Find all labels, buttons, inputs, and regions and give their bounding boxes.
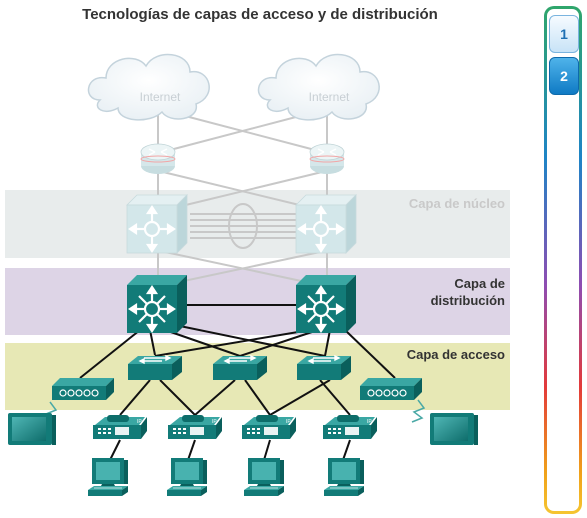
access-switch-icon [127,355,183,381]
page-title: Tecnologías de capas de acceso y de dist… [82,6,438,23]
step-tab-bar: 1 2 [544,6,582,514]
tablet-icon [430,413,478,445]
etherchannel-ring [228,203,258,249]
router-icon [309,143,345,175]
router-icon [140,143,176,175]
core-switch-right-icon [294,193,358,255]
ip-phone-icon [93,415,147,439]
ip-phone-icon [323,415,377,439]
access-links [109,379,351,461]
access-switch-icon [212,355,268,381]
pc-icon [87,457,129,497]
tab-1[interactable]: 1 [549,15,579,53]
distribution-layer-label: Capa de distribución [430,276,505,308]
core-switch-left-icon [125,193,189,255]
pc-icon [243,457,285,497]
ip-phone-icon [168,415,222,439]
access-switch-icon [296,355,352,381]
access-layer-label: Capa de acceso [406,347,505,362]
internet-label: Internet [140,90,181,104]
wireless-signal-right [411,399,426,423]
internet-label: Internet [309,90,350,104]
internet-cloud-left: Internet [87,53,210,121]
pc-icon [323,457,365,497]
wireless-access-point-icon [359,377,423,401]
distribution-switch-left-icon [125,273,189,335]
wireless-access-point-icon [51,377,115,401]
distribution-layer-band [5,268,510,335]
internet-cloud-right: Internet [257,53,380,121]
distribution-links [79,304,396,379]
ip-phone-icon [242,415,296,439]
distribution-switch-right-icon [294,273,358,335]
tablet-icon [8,413,56,445]
tab-2[interactable]: 2 [549,57,579,95]
core-layer-label: Capa de núcleo [408,196,505,211]
pc-icon [166,457,208,497]
core-links [157,100,328,286]
